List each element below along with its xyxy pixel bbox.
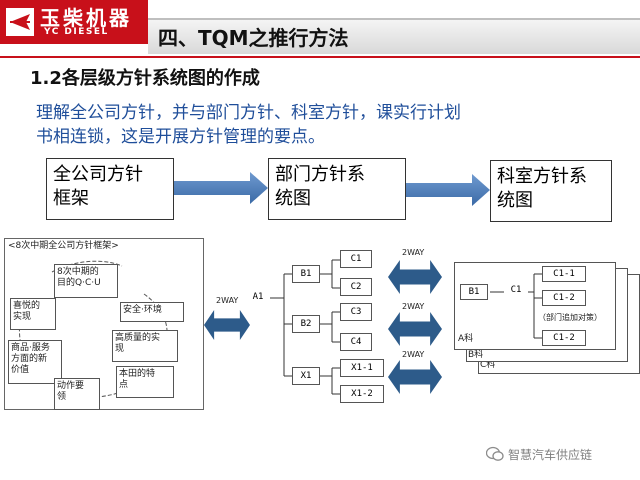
watermark-text: 智慧汽车供应链: [508, 448, 593, 462]
tree-node-c1: C1: [340, 250, 372, 268]
flow-arrow-2: [406, 174, 490, 206]
flow-box-section-line1: 科室方针系: [497, 166, 587, 187]
section-title: 1.2各层级方针系统图的作成: [30, 68, 260, 89]
tree-node-c4: C4: [340, 333, 372, 351]
two-way-label: 2WAY: [402, 302, 425, 311]
paragraph-line-2: 书相连锁，这是开展方针管理的要点。: [36, 127, 325, 147]
framework-action: 动作要 领: [54, 378, 100, 410]
two-way-arrow-icon: [388, 312, 442, 346]
header-bar: [148, 18, 640, 54]
tree-node-c3: C3: [340, 303, 372, 321]
flow-box-department-line2: 统图: [275, 188, 311, 209]
framework-product: 商品·服务 方面的新 价值: [8, 340, 62, 384]
framework-center-line1: 8次中期的: [57, 267, 99, 277]
tree-node-a1: A1: [246, 290, 270, 306]
section-b-label: B科: [468, 350, 484, 360]
flow-box-department: 部门方针系 统图: [268, 158, 406, 220]
framework-product-line1: 商品·服务: [11, 343, 50, 353]
framework-joy-line2: 实现: [13, 312, 32, 322]
logo-text: 玉柴机器: [40, 6, 132, 30]
framework-action-line2: 领: [57, 392, 67, 402]
section-a-panel: [454, 262, 616, 350]
framework-honda-line2: 点: [119, 380, 129, 390]
two-way-arrow-icon: [388, 360, 442, 394]
dept-node-c1: C1: [504, 283, 528, 299]
two-way-label: 2WAY: [216, 296, 239, 305]
framework-quality-line1: 高质量的实: [115, 333, 161, 343]
section-a-label: A科: [458, 334, 474, 344]
framework-joy-line1: 喜悦的: [13, 301, 41, 311]
tree-node-x1-2: X1-2: [340, 385, 384, 403]
tree-node-x1: X1: [292, 367, 320, 385]
dept-node-c1-2b: C1-2: [542, 330, 586, 346]
framework-title: <8次中期全公司方针框架>: [8, 241, 119, 251]
framework-panel: [4, 238, 204, 410]
flow-box-company-line1: 全公司方针: [53, 164, 143, 185]
two-way-arrow-icon: [388, 260, 442, 294]
tree-node-b1: B1: [292, 265, 320, 283]
page-title: 四、TQM之推行方法: [158, 26, 349, 50]
framework-action-line1: 动作要: [57, 381, 85, 391]
tree-node-c2: C2: [340, 278, 372, 296]
flow-box-company-line2: 框架: [53, 188, 89, 209]
framework-quality: 高质量的实 现: [112, 330, 178, 362]
dept-node-b1: B1: [460, 284, 488, 300]
framework-joy: 喜悦的 实现: [10, 298, 56, 330]
dept-note: （部门追加对策）: [538, 313, 602, 322]
framework-honda: 本田的特 点: [116, 366, 174, 398]
flow-box-section-line2: 统图: [497, 190, 533, 211]
two-way-label: 2WAY: [402, 248, 425, 257]
flow-box-department-line1: 部门方针系: [275, 164, 365, 185]
section-connectors: [490, 273, 542, 339]
flow-arrow-1: [174, 172, 268, 204]
header-divider: [0, 56, 640, 58]
framework-product-line3: 价值: [11, 365, 30, 375]
dept-node-c1-1: C1-1: [542, 266, 586, 282]
tree-node-b2: B2: [292, 315, 320, 333]
section-c-label: C科: [480, 360, 496, 370]
yuchai-logo-icon: [6, 8, 34, 36]
two-way-label: 2WAY: [402, 350, 425, 359]
tree-connectors: [270, 259, 340, 395]
framework-quality-line2: 现: [115, 344, 125, 354]
tree-node-x1-1: X1-1: [340, 359, 384, 377]
paragraph-line-1: 理解全公司方针，并与部门方针、科室方针，课实行计划: [36, 103, 461, 123]
dept-node-c1-2: C1-2: [542, 290, 586, 306]
flow-box-company: 全公司方针 框架: [46, 158, 174, 220]
flow-box-section: 科室方针系 统图: [490, 160, 612, 222]
logo-subtext: YC DIESEL: [44, 27, 109, 37]
two-way-arrow-icon: [204, 310, 250, 340]
framework-center: 8次中期的 目的Q·C·U: [54, 264, 118, 298]
framework-product-line2: 方面的新: [11, 354, 48, 364]
framework-honda-line1: 本田的特: [119, 369, 156, 379]
wechat-icon: [486, 446, 504, 461]
framework-safety: 安全·环境: [120, 302, 184, 322]
framework-center-line2: 目的Q·C·U: [57, 278, 101, 288]
